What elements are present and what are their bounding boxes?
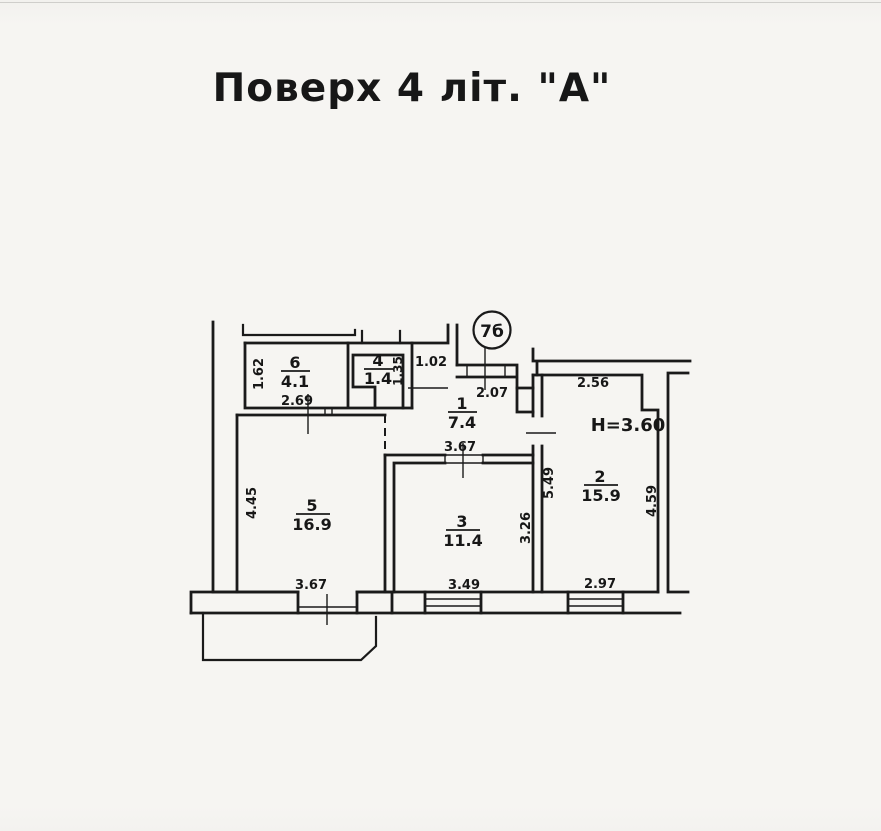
dim-room2-left: 5.49 [542,467,557,499]
dimension-labels: 1.62 2.69 1.35 1.02 2.07 2.56 H=3.60 5.4… [245,355,665,593]
entry-and-hall-walls [455,363,535,414]
room-labels: 6 4.1 4 1.4 1 7.4 2 15.9 3 11.4 5 16.9 [281,351,621,550]
room-5-number: 5 [306,496,317,515]
room-6-area: 4.1 [281,372,309,391]
room4-walls [351,341,414,410]
dimension-ticks [307,347,556,625]
room-4-number: 4 [372,351,383,370]
windows [298,590,625,615]
room-3-number: 3 [456,512,467,531]
room2-walls [531,373,660,594]
dim-room2-bottom: 2.97 [584,577,616,592]
dim-room3-right: 3.26 [519,512,534,544]
scan-edge-artifact [0,2,881,3]
room-1-number: 1 [456,394,467,413]
dim-room6-left: 1.62 [252,358,267,390]
dim-room6-bottom: 2.69 [281,394,313,409]
dim-room3-top: 3.67 [444,440,476,455]
marker-circle [472,310,512,350]
dim-entry-width: 2.07 [476,386,508,401]
building-marker: 7б [472,310,512,350]
room-3-area: 11.4 [443,531,482,550]
dim-room3-bottom: 3.49 [448,578,480,593]
room-1-area: 7.4 [448,413,476,432]
dim-room5-bottom: 3.67 [295,578,327,593]
dim-room2-top: 2.56 [577,376,609,391]
page-title: Поверх 4 літ. "А" [213,66,612,111]
dim-hall-opening: 1.02 [415,355,447,370]
room-4-area: 1.4 [364,369,392,388]
room-2-area: 15.9 [581,486,620,505]
room-6-number: 6 [289,353,300,372]
room3-walls [383,453,535,594]
marker-label: 7б [480,322,504,342]
room5-walls [235,413,387,594]
room6-walls [235,341,414,417]
room-5-area: 16.9 [292,515,331,534]
dim-room4-side: 1.35 [391,356,405,386]
room-2-number: 2 [594,467,605,486]
ceiling-height-note: H=3.60 [591,415,666,436]
dim-room2-right: 4.59 [645,485,660,517]
outer-walls [189,320,692,662]
dim-room5-left: 4.45 [245,487,260,519]
